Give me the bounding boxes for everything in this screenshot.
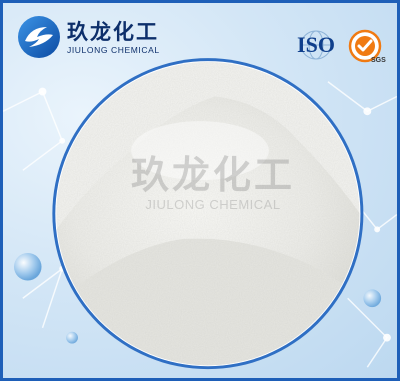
- sgs-seal-icon: [348, 29, 382, 63]
- watermark-cn: 玖龙化工: [130, 153, 295, 197]
- brand-name-cn: 玖龙化工: [67, 19, 159, 44]
- watermark-en: JIULONG CHEMICAL: [145, 197, 281, 212]
- swirl-logo-icon: [18, 16, 60, 58]
- iso-label: ISO: [297, 32, 335, 57]
- sgs-label: SGS: [371, 57, 386, 64]
- watermark: 玖龙化工 JIULONG CHEMICAL: [123, 153, 303, 212]
- brand-name-en: JIULONG CHEMICAL: [67, 44, 160, 55]
- sgs-badge: SGS: [347, 29, 391, 69]
- product-photo: [52, 58, 364, 370]
- globe-icon: [300, 30, 332, 60]
- iso-badge: ISO: [291, 30, 341, 60]
- brand-logo: 玖龙化工 JIULONG CHEMICAL: [17, 15, 160, 59]
